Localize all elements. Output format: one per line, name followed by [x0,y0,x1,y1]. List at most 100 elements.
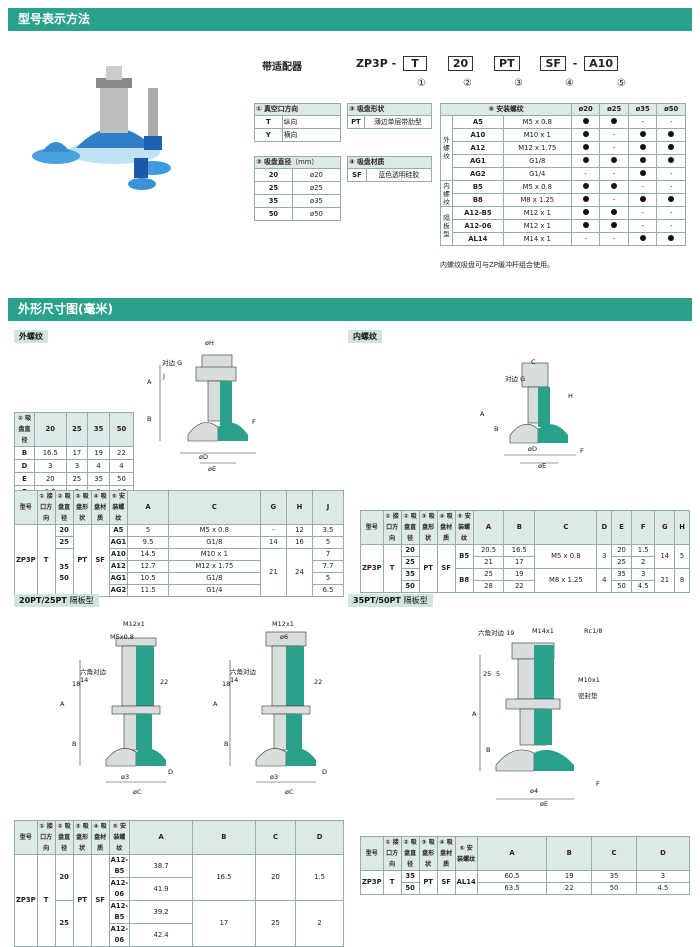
col-head: ③ 吸盘形状 [418,836,438,871]
dim-a: A [60,700,65,708]
num-1: ① [417,78,426,89]
model-base: ZP3P [356,57,388,70]
t5-title: ⑤ 安装螺纹 [440,103,572,116]
cell: G1/8 [167,536,261,549]
cell: 3 [630,568,656,581]
filled-dot-icon [668,143,675,150]
col-head: ø25 [599,103,629,116]
cell: 20 [254,168,293,182]
cell: T [36,854,56,947]
dim-e: øE [538,462,547,470]
col-head: ② 吸盘直径 [400,836,420,871]
col-head: 型号 [14,490,38,525]
tag-sub: 隔板型 [403,596,428,605]
cell: 3 [34,459,67,473]
dim-a: A [147,378,152,386]
col-head: ① 接口方向 [36,490,56,525]
cell: 25 [54,536,74,549]
dim-e: øE [208,465,217,473]
cell: M5 x 0.8 [502,115,572,129]
cell: 3 [635,870,691,883]
col-head: ⑤ 安装螺纹 [108,820,131,855]
cell: - [627,115,658,129]
dim-seal: 密封垫 [578,692,598,700]
side-head: ② 吸盘直径 [14,412,35,447]
dim-e: øE [540,800,549,808]
dim-a: A [480,410,485,418]
model-dash: - [391,57,397,70]
t3-title: ③ 吸盘形状 [347,103,432,116]
dim-m12: M12x1 [123,620,145,628]
col-head: ② 吸盘直径 [54,490,74,525]
col-head: A [476,836,548,871]
cell: 10.5 [127,572,169,585]
t1-title: ① 真空口方向 [254,103,341,116]
cell: 21 [259,548,287,597]
cell: - [570,167,601,181]
cell: M12 x 1.75 [167,560,261,573]
filled-dot-icon [639,169,646,176]
dim-d: D [168,768,174,776]
col-head: C [591,836,637,871]
num-4: ④ [565,78,574,89]
cell: 25 [472,568,505,581]
cell [656,128,686,142]
cell: 7.7 [312,560,344,573]
cell: 横向 [281,128,342,142]
col-head: A [472,510,505,545]
col-head: A [129,820,193,855]
cell: - [599,167,629,181]
cell: SF [436,544,456,593]
cell: PT [72,524,92,597]
col-head: ④ 吸盘材质 [436,510,456,545]
col-head: ⑤ 安装螺纹 [108,490,129,525]
cell: 25 [65,472,89,486]
model-code-shape: PT [494,56,520,71]
dim-hex: 六角对边14 [80,668,106,684]
cell: - [599,141,629,155]
dim-d: øD [528,445,537,453]
col-head: C [167,490,261,525]
cell: AG1 [452,154,504,168]
cell [570,193,601,207]
cell: 2 [630,556,656,569]
dim-18: 18 [72,680,81,688]
cell: 41.9 [129,877,193,901]
model-code: ZP3P - T 20 PT SF - A10 [356,56,621,71]
cell: 25 [400,556,420,569]
cell: 11.5 [127,584,169,597]
cell: T [36,524,56,597]
cell: 17 [191,900,256,947]
cell: 35 [591,870,637,883]
cell [570,180,601,194]
col-head: B [191,820,256,855]
cell: 39.2 [129,900,193,924]
filled-dot-icon [668,234,675,241]
filled-dot-icon [611,117,618,124]
col-head: ø20 [570,103,601,116]
cell: 19 [87,446,110,460]
dim-c: øC [133,788,142,796]
filled-dot-icon [611,208,618,215]
col-head: H [674,510,690,545]
cell: SF [436,870,456,895]
cell: ø25 [291,181,342,195]
dim-a: A [472,710,477,718]
filled-dot-icon [668,195,675,202]
cell: G1/4 [502,167,572,181]
cell: 35 [400,568,420,581]
filled-dot-icon [639,130,646,137]
cell: 7 [312,548,344,561]
cell: 22 [546,882,593,895]
product-photo [32,66,171,190]
cell: A12 [108,560,129,573]
cell: 薄边单层带肋型 [363,115,433,129]
